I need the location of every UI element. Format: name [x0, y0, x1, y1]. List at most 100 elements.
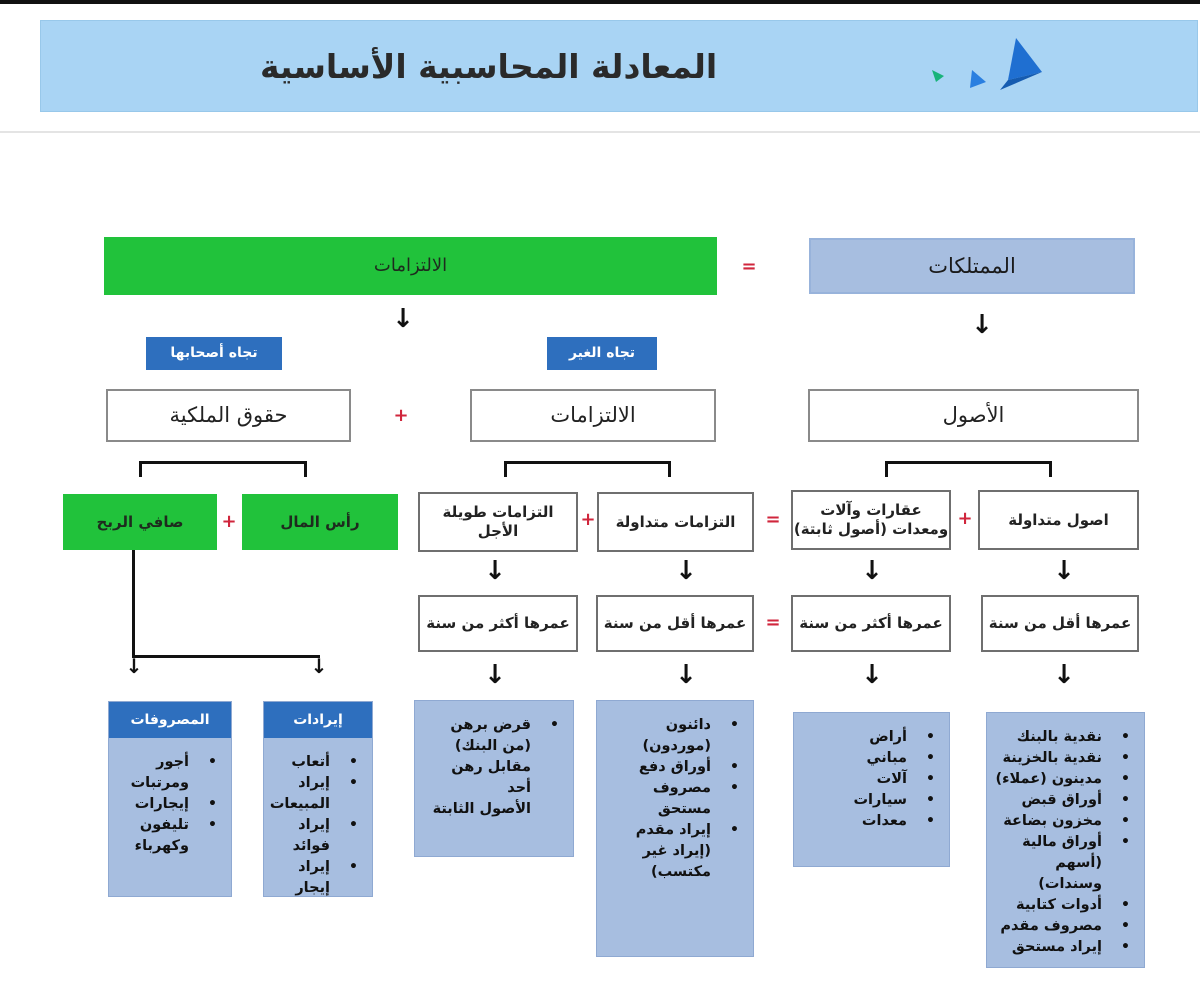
header-separator	[0, 131, 1200, 133]
fixed-assets-list: أراضمبانيآلاتسياراتمعدات	[794, 713, 949, 838]
equals-sign: =	[741, 255, 757, 277]
long-liabilities-list: قرض برهن (من البنك) مقابل رهن أحد الأصول ال…	[415, 701, 573, 826]
page-title: المعادلة المحاسبية الأساسية	[260, 46, 718, 86]
expenses-list: أجور ومرتبات إيجاراتتليفون وكهرباء	[109, 738, 231, 863]
list-item: نقدية بالخزينة	[995, 748, 1130, 769]
current-liabilities-age-box: عمرها أقل من سنة	[596, 595, 754, 652]
long-term-liabilities-box: التزامات طويلة الأجل	[418, 492, 578, 552]
list-item: أوراق مالية	[995, 832, 1130, 853]
fixed-assets-label-line2: ومعدات (أصول ثابتة)	[793, 520, 949, 538]
list-item: أجور	[117, 752, 217, 773]
equals-sign: =	[765, 611, 781, 633]
down-arrow-icon: ↓	[310, 654, 328, 678]
list-item: المبيعات	[269, 796, 330, 812]
plus-sign: +	[393, 404, 409, 426]
down-arrow-icon: ↓	[125, 654, 143, 678]
list-item: ومرتبات	[130, 775, 189, 791]
fixed-assets-age-box: عمرها أكثر من سنة	[791, 595, 951, 652]
tag-towards-others: تجاه الغير	[547, 337, 657, 370]
list-item: معدات	[802, 811, 935, 832]
list-item: (إيراد غير مكتسب)	[642, 843, 711, 880]
list-item: إيراد مقدم	[605, 820, 739, 841]
branch-connector	[139, 461, 142, 477]
list-item: مدينون (عملاء)	[995, 769, 1130, 790]
plus-sign: +	[221, 510, 237, 532]
current-assets-items-box: نقدية بالبنكنقدية بالخزينةمدينون (عملاء)…	[986, 712, 1145, 968]
top-border	[0, 0, 1200, 4]
list-item: مقابل رهن أحد	[451, 759, 531, 796]
liabilities-total-box: الالتزامات	[104, 237, 717, 295]
down-arrow-icon: ↓	[484, 556, 506, 586]
current-liabilities-box: التزامات متداولة	[597, 492, 754, 552]
plus-sign: +	[957, 507, 973, 529]
current-liabilities-items-box: دائنون (موردون)أوراق دفعمصروف مستحقإيراد…	[596, 700, 754, 957]
tag-towards-owners: تجاه أصحابها	[146, 337, 282, 370]
arrow-logo-icon	[932, 38, 1042, 90]
list-item: أتعاب	[272, 752, 358, 773]
current-assets-age-box: عمرها أقل من سنة	[981, 595, 1139, 652]
list-item: إيجارات	[117, 794, 217, 815]
list-item: (أسهم وسندات)	[1038, 855, 1102, 892]
list-item: إيراد	[272, 773, 358, 794]
list-item: آلات	[802, 769, 935, 790]
assets-box: الأصول	[808, 389, 1139, 442]
capital-box: رأس المال	[242, 494, 398, 550]
branch-connector	[885, 461, 1052, 464]
revenues-list: أتعابإيرادالمبيعاتإيراد فوائدإيراد إيجار	[264, 738, 372, 905]
list-item: مخزون بضاعة	[995, 811, 1130, 832]
down-arrow-icon: ↓	[1053, 660, 1075, 690]
fixed-assets-items-box: أراضمبانيآلاتسياراتمعدات	[793, 712, 950, 867]
branch-connector	[504, 461, 671, 464]
list-item: مباني	[802, 748, 935, 769]
down-arrow-icon: ↓	[971, 310, 993, 340]
net-profit-box: صافي الربح	[63, 494, 217, 550]
down-arrow-icon: ↓	[675, 556, 697, 586]
list-item: سيارات	[802, 790, 935, 811]
branch-connector	[885, 461, 888, 477]
list-item: الأصول الثابتة	[432, 801, 531, 817]
branch-connector	[668, 461, 671, 477]
current-assets-box: اصول متداولة	[978, 490, 1139, 550]
list-item: (من البنك)	[454, 738, 531, 754]
long-liabilities-items-box: قرض برهن (من البنك) مقابل رهن أحد الأصول ال…	[414, 700, 574, 857]
list-item: إيراد إيجار	[272, 857, 358, 899]
down-arrow-icon: ↓	[392, 304, 414, 334]
list-item: أوراق دفع	[605, 757, 739, 778]
list-item: إيراد مستحق	[995, 937, 1130, 958]
liabilities-box: الالتزامات	[470, 389, 716, 442]
down-arrow-icon: ↓	[861, 556, 883, 586]
branch-connector	[504, 461, 507, 477]
list-item: مصروف مقدم	[995, 916, 1130, 937]
down-arrow-icon: ↓	[484, 660, 506, 690]
possessions-box: الممتلكات	[809, 238, 1135, 294]
long-liabilities-age-box: عمرها أكثر من سنة	[418, 595, 578, 652]
down-arrow-icon: ↓	[1053, 556, 1075, 586]
revenues-header: إيرادات	[264, 702, 372, 738]
list-item: مصروف مستحق	[605, 778, 739, 820]
list-item: أوراق قبض	[995, 790, 1130, 811]
fixed-assets-label-line1: عقارات وآلات	[820, 501, 922, 520]
list-item: نقدية بالبنك	[995, 727, 1130, 748]
expenses-header: المصروفات	[109, 702, 231, 738]
list-item: قرض برهن	[423, 715, 559, 736]
list-item: أراض	[802, 727, 935, 748]
equals-sign: =	[765, 508, 781, 530]
branch-connector	[1049, 461, 1052, 477]
header-banner	[40, 20, 1198, 112]
expenses-list-box: المصروفات أجور ومرتبات إيجاراتتليفون وكهربا…	[108, 701, 232, 897]
down-arrow-icon: ↓	[861, 660, 883, 690]
revenues-list-box: إيرادات أتعابإيرادالمبيعاتإيراد فوائدإير…	[263, 701, 373, 897]
list-item: وكهرباء	[134, 838, 189, 854]
branch-connector	[304, 461, 307, 477]
fixed-assets-box: عقارات وآلات ومعدات (أصول ثابتة)	[791, 490, 951, 550]
list-item: تليفون	[117, 815, 217, 836]
current-assets-list: نقدية بالبنكنقدية بالخزينةمدينون (عملاء)…	[987, 713, 1144, 964]
branch-connector	[139, 461, 307, 464]
current-liabilities-list: دائنون (موردون)أوراق دفعمصروف مستحقإيراد…	[597, 701, 753, 889]
down-arrow-icon: ↓	[675, 660, 697, 690]
equity-box: حقوق الملكية	[106, 389, 351, 442]
plus-sign: +	[580, 508, 596, 530]
list-item: دائنون (موردون)	[605, 715, 740, 757]
list-item: أدوات كتابية	[995, 895, 1130, 916]
branch-connector	[132, 550, 135, 657]
